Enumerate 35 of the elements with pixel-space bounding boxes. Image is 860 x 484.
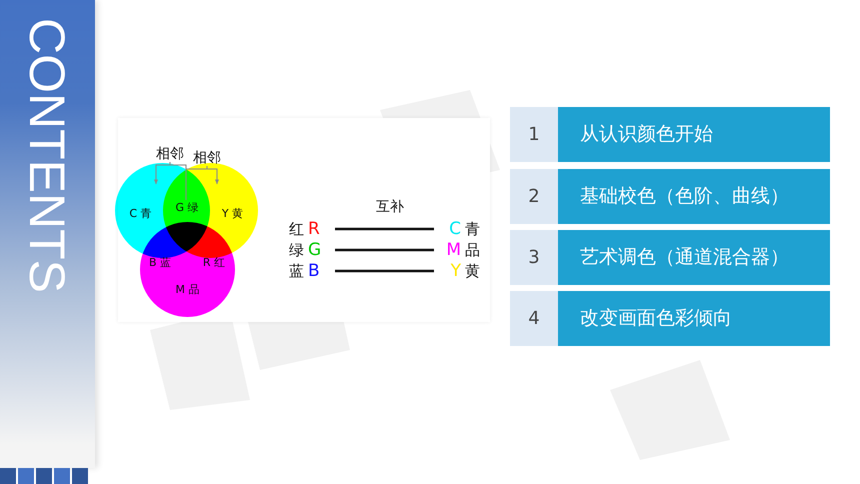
color-letter: M	[446, 240, 461, 260]
color-name: 红	[289, 220, 304, 238]
connector-line	[335, 270, 434, 272]
item-number: 4	[527, 307, 541, 331]
item-label: 从认识颜色开始	[558, 107, 830, 162]
circle-label: M 品	[174, 282, 200, 296]
color-letter: C	[449, 219, 461, 239]
color-name: 黄	[465, 262, 480, 280]
circle-label: C 青	[128, 206, 153, 220]
color-letter: Y	[450, 261, 461, 281]
region-label: G 绿	[174, 200, 200, 216]
region-label: B 蓝	[148, 255, 172, 271]
annotation-text: 相邻	[155, 146, 185, 162]
leader-line	[206, 166, 219, 184]
color-name: 青	[465, 220, 480, 238]
color-name: 蓝	[289, 262, 304, 280]
region-label: R 红	[202, 255, 226, 271]
leader-line	[154, 162, 170, 184]
circle-label: Y 黄	[220, 206, 244, 220]
complement-label: 互补	[375, 198, 405, 216]
color-letter: B	[308, 261, 320, 281]
color-letter: R	[308, 219, 320, 239]
color-name: 绿	[289, 240, 304, 260]
annotation-text: 相邻	[192, 150, 222, 166]
item-number: 2	[527, 185, 541, 209]
item-number: 3	[527, 246, 541, 270]
leader-line	[186, 166, 208, 200]
color-letter: G	[308, 240, 322, 260]
item-label: 改变画面色彩倾向	[558, 291, 830, 346]
item-label: 基础校色（色阶、曲线）	[558, 169, 830, 224]
color-name: 品	[465, 240, 480, 260]
connector-line	[335, 248, 434, 252]
item-label: 艺术调色（通道混合器）	[558, 230, 830, 285]
item-number: 1	[527, 123, 541, 147]
connector-line	[335, 228, 434, 230]
